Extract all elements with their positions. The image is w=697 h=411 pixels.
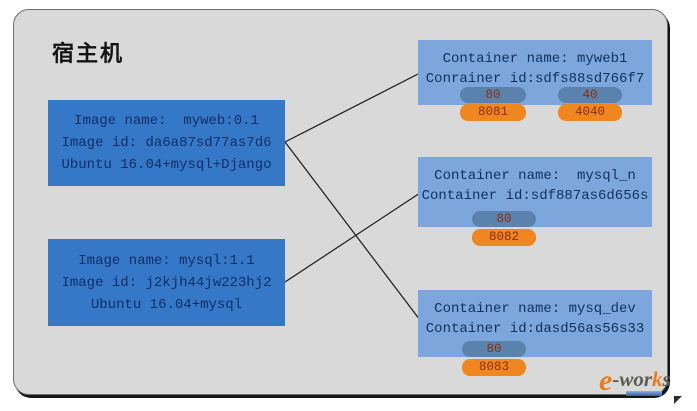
image-name-line: Image name: myweb:0.1 xyxy=(74,113,259,129)
image-id-line: Image id: j2kjh44jw223hj2 xyxy=(61,274,272,291)
image-box-mysql: Image name: mysql:1.1 Image id: j2kjh44j… xyxy=(48,239,285,326)
container-box-myweb1: Container name: myweb1 Conrainer id:sdfs… xyxy=(418,40,652,121)
port-outer-badge: 8081 xyxy=(460,104,526,121)
container-id-line: Conrainer id:sdfs88sd766f7 xyxy=(425,71,645,87)
image-box-myweb: Image name: myweb:0.1 Image id: da6a87sd… xyxy=(48,100,285,186)
eworks-k-glyph: k xyxy=(652,367,663,391)
port-outer-badge: 4040 xyxy=(558,104,622,121)
port-outer-badge: 8083 xyxy=(462,359,526,376)
image-id-line: Image id: da6a87sd77as7d6 xyxy=(61,135,272,151)
eworks-e-glyph: e xyxy=(599,364,613,397)
container-box-mysq-dev: Container name: mysq_dev Container id:da… xyxy=(418,290,652,376)
image-os-line: Ubuntu 16.04+mysql+Django xyxy=(61,157,272,173)
container-id-line: Container id:sdf887as6d656s xyxy=(421,188,649,204)
container-id-line: Container id:dasd56as56s33 xyxy=(425,321,645,337)
container-name-line: Container name: mysql_n xyxy=(434,168,636,184)
port-inner-badge: 80 xyxy=(460,87,526,103)
container-name-line: Container name: myweb1 xyxy=(442,51,628,67)
cursor-artifact-icon xyxy=(674,396,682,404)
port-inner-badge: 80 xyxy=(472,211,536,227)
image-name-line: Image name: mysql:1.1 xyxy=(78,252,255,269)
eworks-text-s: s xyxy=(662,367,671,391)
eworks-text-mid: -wor xyxy=(612,367,653,391)
image-os-line: Ubuntu 16.04+mysql xyxy=(90,296,243,313)
eworks-watermark-logo: e-works xyxy=(599,366,671,396)
port-inner-badge: 80 xyxy=(462,341,526,357)
eworks-blue-bar xyxy=(626,391,662,396)
port-inner-badge: 40 xyxy=(558,87,622,103)
port-outer-badge: 8082 xyxy=(472,229,536,246)
container-name-line: Container name: mysq_dev xyxy=(434,301,636,317)
host-title: 宿主机 xyxy=(52,42,125,67)
container-box-mysql-n: Container name: mysql_n Container id:sdf… xyxy=(418,157,652,246)
